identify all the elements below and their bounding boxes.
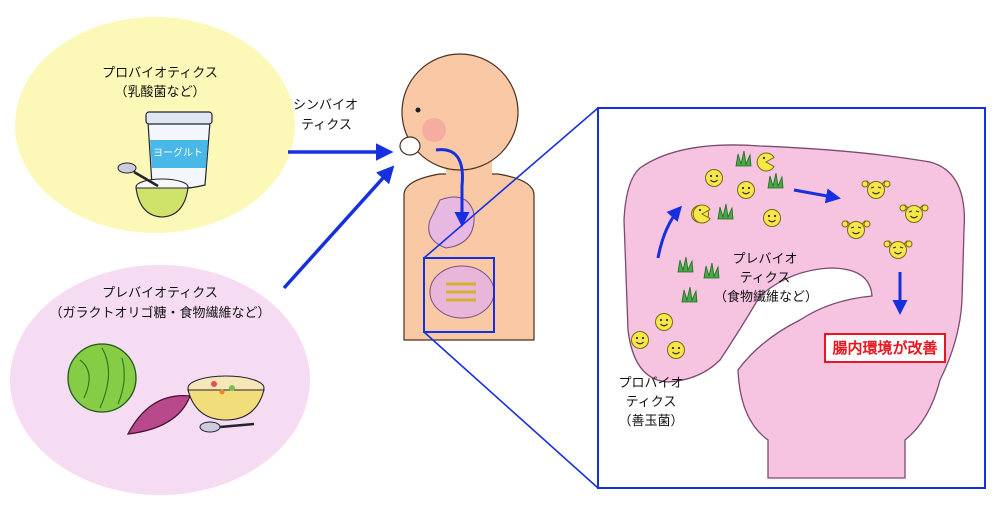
intestine-probiotics-line2: ティクス bbox=[625, 395, 677, 410]
food-path-arrow bbox=[435, 148, 470, 227]
cereal-bowl-icon bbox=[187, 375, 265, 421]
probiotics-subtitle: （乳酸菌など） bbox=[114, 85, 206, 100]
person-figure bbox=[399, 53, 535, 341]
intestine-probiotics-line3: （善玉菌） bbox=[618, 414, 684, 429]
prebiotics-title: プレバイオティクス bbox=[102, 286, 218, 301]
large-intestine bbox=[623, 144, 966, 479]
mouth bbox=[399, 136, 421, 156]
arrow-prebiotics-to-mouth bbox=[282, 165, 395, 290]
intestine-panel bbox=[597, 107, 986, 489]
intestine-prebiotics-line2: ティクス bbox=[739, 271, 791, 286]
intestine-prebiotics-line1: プレバイオ bbox=[732, 252, 798, 267]
probiotics-panel bbox=[15, 17, 295, 233]
eye bbox=[415, 107, 421, 113]
yogurt-icon bbox=[145, 111, 213, 190]
synbiotics-line1: シンバイオ bbox=[293, 98, 359, 113]
bowl-icon bbox=[135, 178, 189, 218]
intestine-probiotics-line1: プロバイオ bbox=[618, 376, 684, 391]
prebiotics-subtitle: （ガラクトオリゴ糖・食物繊維など） bbox=[49, 306, 271, 321]
arrow-intestine-right bbox=[793, 188, 841, 204]
intestine-prebiotics-line3: （食物繊維など） bbox=[713, 290, 818, 305]
zoom-box bbox=[423, 257, 495, 333]
prebiotics-panel bbox=[10, 265, 310, 495]
spoon-icon-2 bbox=[199, 421, 255, 433]
result-badge: 腸内環境が改善 bbox=[824, 333, 946, 363]
prebiotics-bubble bbox=[10, 265, 310, 495]
synbiotics-line2: ティクス bbox=[301, 118, 352, 133]
arrow-intestine-up bbox=[656, 205, 682, 259]
probiotics-title: プロバイオティクス bbox=[102, 66, 218, 81]
cabbage-icon bbox=[67, 343, 137, 413]
yogurt-label: ヨーグルト bbox=[153, 148, 203, 159]
spoon-icon bbox=[117, 162, 159, 188]
